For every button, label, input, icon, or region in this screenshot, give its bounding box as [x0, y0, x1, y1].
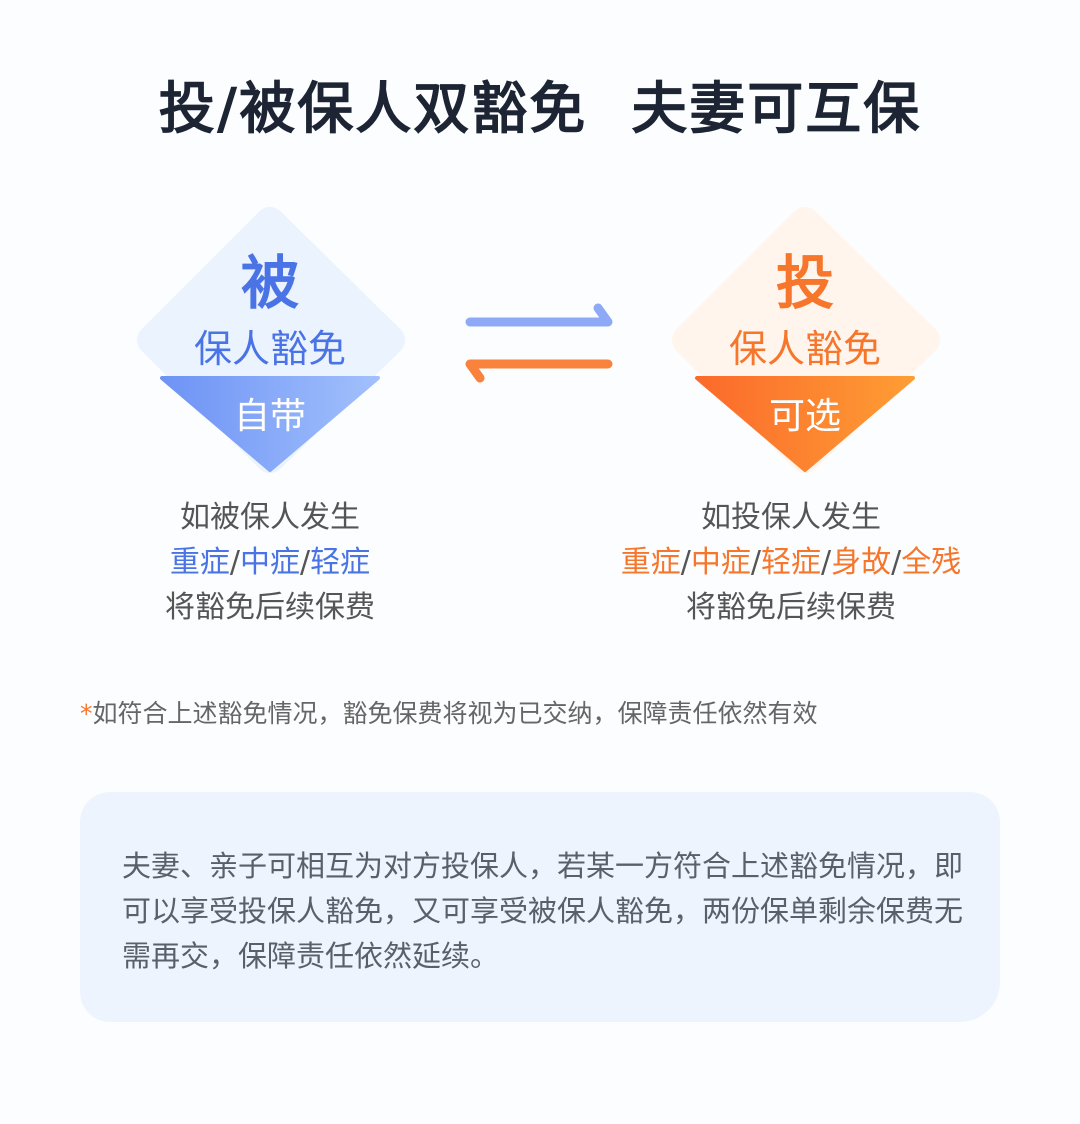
separator: / [300, 545, 311, 580]
policyholder-big-char: 投 [776, 249, 834, 317]
info-box-text: 夫妻、亲子可相互为对方投保人，若某一方符合上述豁免情况，即可以享受投保人豁免，又… [122, 849, 964, 973]
footnote-text: 如符合上述豁免情况，豁免保费将视为已交纳，保障责任依然有效 [92, 699, 818, 728]
separator: / [680, 545, 691, 580]
page-title: 投/被保人双豁免夫妻可互保 [0, 64, 1080, 145]
info-box [80, 792, 1000, 1022]
footnote: *如符合上述豁免情况，豁免保费将视为已交纳，保障责任依然有效 [80, 694, 818, 730]
policyholder-subtitle: 保人豁免 [729, 327, 881, 371]
condition: 中症 [240, 545, 300, 580]
title-left: 投/被保人双豁免 [158, 77, 588, 142]
condition: 重症 [169, 545, 230, 580]
condition: 身故 [831, 545, 892, 580]
condition: 重症 [620, 545, 681, 580]
policyholder-description: 如投保人发生 重症/中症/轻症/身故/全残 将豁免后续保费 [541, 495, 1041, 630]
insured-conditions: 重症/中症/轻症 [20, 540, 520, 585]
separator: / [229, 545, 240, 580]
insured-line3: 将豁免后续保费 [165, 590, 375, 625]
condition: 轻症 [761, 545, 821, 580]
policyholder-line3: 将豁免后续保费 [686, 590, 896, 625]
insured-description: 如被保人发生 重症/中症/轻症 将豁免后续保费 [20, 495, 520, 630]
policyholder-band-label: 可选 [769, 396, 841, 437]
condition: 中症 [690, 545, 751, 580]
diamond-graphics: 被 保人豁免 自带 投 保人豁免 可选 [137, 207, 940, 473]
insured-band [160, 376, 380, 472]
separator: / [821, 545, 832, 580]
exchange-arrows-icon [465, 303, 613, 383]
insured-band-label: 自带 [234, 396, 306, 437]
condition: 全残 [901, 545, 962, 580]
insured-line1: 如被保人发生 [180, 500, 360, 535]
title-right: 夫妻可互保 [631, 77, 922, 142]
policyholder-line1: 如投保人发生 [701, 500, 881, 535]
policyholder-band [695, 376, 915, 472]
insured-diamond [137, 207, 405, 473]
insured-subtitle: 保人豁免 [194, 327, 346, 371]
insured-big-char: 被 [241, 249, 299, 317]
separator: / [891, 545, 902, 580]
condition: 轻症 [310, 545, 371, 580]
policyholder-diamond [672, 207, 940, 473]
policyholder-conditions: 重症/中症/轻症/身故/全残 [541, 540, 1041, 585]
asterisk: * [80, 699, 93, 728]
separator: / [750, 545, 761, 580]
